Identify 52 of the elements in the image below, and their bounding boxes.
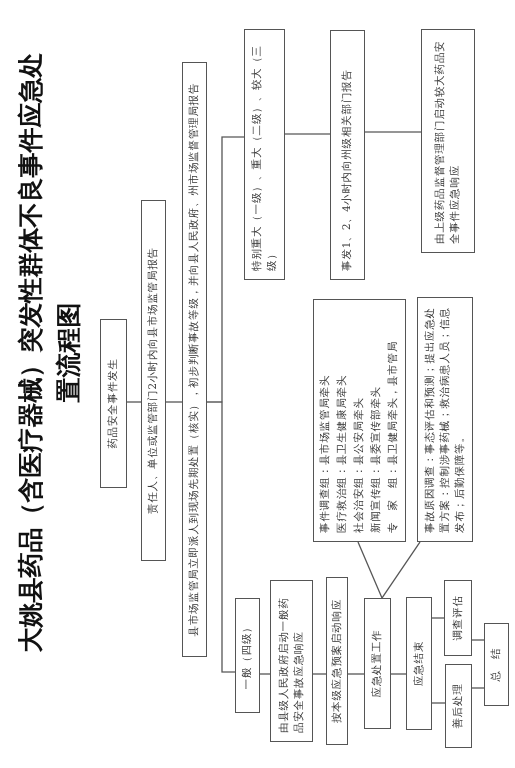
box-label: 应急结束 <box>412 640 426 686</box>
box-label: 总 结 <box>489 648 503 682</box>
connector-line <box>260 673 270 675</box>
box-label: 专 家 组：县卫健局牵头，县市管局 <box>386 340 400 533</box>
box-label: 县市场监管局立即派人到现场先期处置（核实），初步判断事故等级，并向县人民政府、州市场监督管理局报告 <box>187 82 201 636</box>
process-box <box>406 597 432 730</box>
box-label: 一般（四级） <box>240 622 254 690</box>
box-label: 按本级应急预案启动响应 <box>330 598 344 724</box>
diagram-title: 大姚县药品（含医疗器械）突发性群体不良事件应急处置流程图 <box>15 52 84 654</box>
process-box <box>270 580 313 742</box>
process-box <box>235 598 260 713</box>
process-box <box>445 664 472 748</box>
box-label: 特别重大（一级）、重大（二级）、较大（三级） <box>250 44 278 271</box>
box-label: 事发1、2、4小时内向州级相关部门报告 <box>340 68 354 271</box>
connector-line <box>432 702 445 704</box>
box-label: 调查评估 <box>450 595 464 641</box>
box-label: 由县级人民政府启动一般药品安全事故应急响应 <box>276 596 306 733</box>
connector-line <box>285 133 330 135</box>
process-box <box>364 598 391 729</box>
box-label: 由上级药品监督管理部门启动较大药品安全事件应急响应 <box>433 40 462 244</box>
process-box <box>417 297 473 542</box>
connector-line <box>472 687 484 689</box>
process-box <box>421 29 475 253</box>
box-label: 事故原因调查：事态评估和预测；提出应急处置方案：控制涉事药械；救治病患人员；信息发布；后勤保障等。 <box>422 306 466 533</box>
process-box <box>100 319 127 488</box>
box-label: 新闻宣传组：县委宣传部牵头 <box>369 385 383 533</box>
connector-line <box>357 542 383 598</box>
box-label: 事件调查组：县市场监管局牵头 <box>318 374 332 533</box>
box-label: 药品安全事件发生 <box>106 358 120 449</box>
connector-line <box>166 401 182 403</box>
box-label: 善后处理 <box>451 683 465 729</box>
process-box <box>141 200 166 561</box>
connector-line <box>207 401 235 673</box>
box-label: 责任人、单位或监管部门2小时内向县市场监管局报告 <box>146 247 160 514</box>
process-box <box>244 29 285 280</box>
box-label: 社会治安组：县公安局牵头 <box>352 396 366 533</box>
connector-line <box>127 401 141 403</box>
connector-line <box>472 639 484 641</box>
process-box <box>313 299 406 542</box>
process-box <box>444 580 472 656</box>
connector-line <box>365 131 421 133</box>
connector-line <box>313 673 326 675</box>
process-box <box>326 577 348 745</box>
box-label: 应急处置工作 <box>370 630 384 698</box>
process-box <box>330 30 365 280</box>
connector-line <box>348 673 364 675</box>
connector-line <box>432 617 444 619</box>
process-box <box>182 62 207 657</box>
connector-line <box>391 673 406 675</box>
process-box <box>484 623 509 706</box>
box-label: 医疗救治组：县卫生健康局牵头 <box>335 374 349 533</box>
connector-line <box>381 542 421 598</box>
